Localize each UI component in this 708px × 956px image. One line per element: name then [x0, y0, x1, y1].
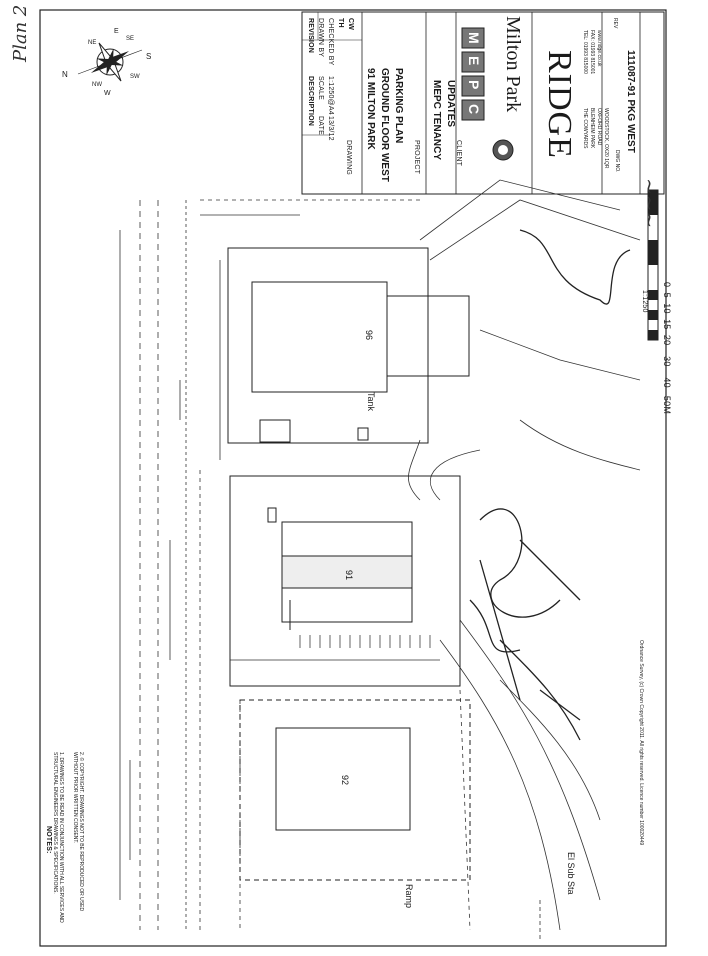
scale-bar — [647, 189, 659, 341]
ridge-logo: RIDGE — [541, 50, 578, 159]
scale-value: 1:1250@A4 — [327, 76, 334, 115]
mepc-letter-p: P — [466, 80, 482, 90]
drawing-title-line-1: 91 MILTON PARK — [365, 68, 376, 150]
drawn-by-value: TH — [337, 18, 344, 28]
drawing-label: DRAWING — [345, 140, 352, 175]
compass-e: E — [114, 28, 119, 35]
drawn-by-label: DRAWN BY — [317, 18, 324, 58]
address-line-1: THE COWYARDS — [582, 108, 588, 149]
building-91-label: 91 — [344, 570, 354, 581]
compass-sw: SW — [130, 74, 140, 80]
note-1: 1. DRAWINGS TO BE READ IN CONJUNCTION WI… — [52, 752, 64, 923]
website: www.ridge.co.uk — [596, 30, 602, 67]
drawing-title-line-2: GROUND FLOOR WEST — [379, 68, 390, 182]
checked-by-label: CHECKED BY — [327, 18, 334, 66]
drawing-number: 111087-91 PKG WEST — [625, 50, 636, 153]
handwritten-signature-1: ~~~ — [638, 178, 662, 229]
fax-number: FAX: 01993 815001 — [589, 30, 595, 75]
compass-se: SE — [126, 36, 135, 42]
date-value: 13/3/12 — [327, 116, 334, 141]
outer-frame — [39, 9, 667, 947]
project-label: PROJECT — [413, 140, 420, 175]
compass-s: S — [146, 52, 152, 61]
mepc-letter-e: E — [466, 56, 482, 66]
revision-label: REVISION — [307, 18, 314, 54]
ramp-label: Ramp — [404, 884, 414, 909]
tank-label: Tank — [366, 392, 376, 412]
building-96 — [227, 247, 470, 444]
tel-number: TEL: 01993 815000 — [582, 30, 588, 74]
compass-nw: NW — [92, 82, 102, 88]
building-96-label: 96 — [364, 330, 374, 341]
address-line-3: OXFORD ROAD — [596, 108, 602, 146]
copyright-notice: Ordnance Survey, (c) Crown Copyright 201… — [638, 640, 644, 846]
rev-label: REV — [612, 18, 618, 29]
scale-label: SCALE — [317, 76, 324, 100]
note-2: 2. © COPYRIGHT. DRAWINGS NOT TO BE REPRO… — [72, 752, 84, 912]
address-line-4: WOODSTOCK, OX20 1QR — [603, 108, 609, 169]
title-block-frame — [301, 11, 665, 195]
compass-w: W — [104, 90, 111, 97]
description-label: DESCRIPTION — [307, 76, 314, 127]
project-title-line-2: UPDATES — [445, 80, 456, 128]
scale-ratio: 1:1250 — [641, 290, 648, 313]
date-label: DATE — [317, 116, 324, 135]
address-line-2: BLENHEIM PARK — [589, 108, 595, 149]
building-92-label: 92 — [340, 775, 350, 786]
parking-bays — [299, 635, 431, 648]
compass-n: N — [62, 70, 68, 79]
mepc-letter-c: C — [466, 104, 482, 115]
mepc-letter-m: M — [466, 32, 482, 44]
project-title-line-1: MEPC TENANCY — [431, 80, 442, 161]
handwritten-markings — [469, 229, 631, 741]
compass-ne: NE — [88, 40, 97, 46]
building-91 — [229, 475, 461, 687]
drawing-no-label: DWG NO. — [614, 150, 620, 173]
checked-by-value: CW — [347, 18, 354, 31]
el-sub-sta-label: El Sub Sta — [566, 852, 576, 895]
notes-heading: NOTES: — [45, 826, 52, 854]
road-lines — [119, 179, 641, 940]
drawing-title-line-3: PARKING PLAN — [393, 68, 404, 144]
client-label: CLIENT — [455, 140, 462, 167]
mepc-logo — [461, 27, 485, 121]
building-92 — [239, 699, 471, 881]
milton-park-logo: Milton Park — [502, 16, 524, 113]
scale-ticks: 0 5 10 15 20 30 40 50M — [662, 282, 672, 415]
